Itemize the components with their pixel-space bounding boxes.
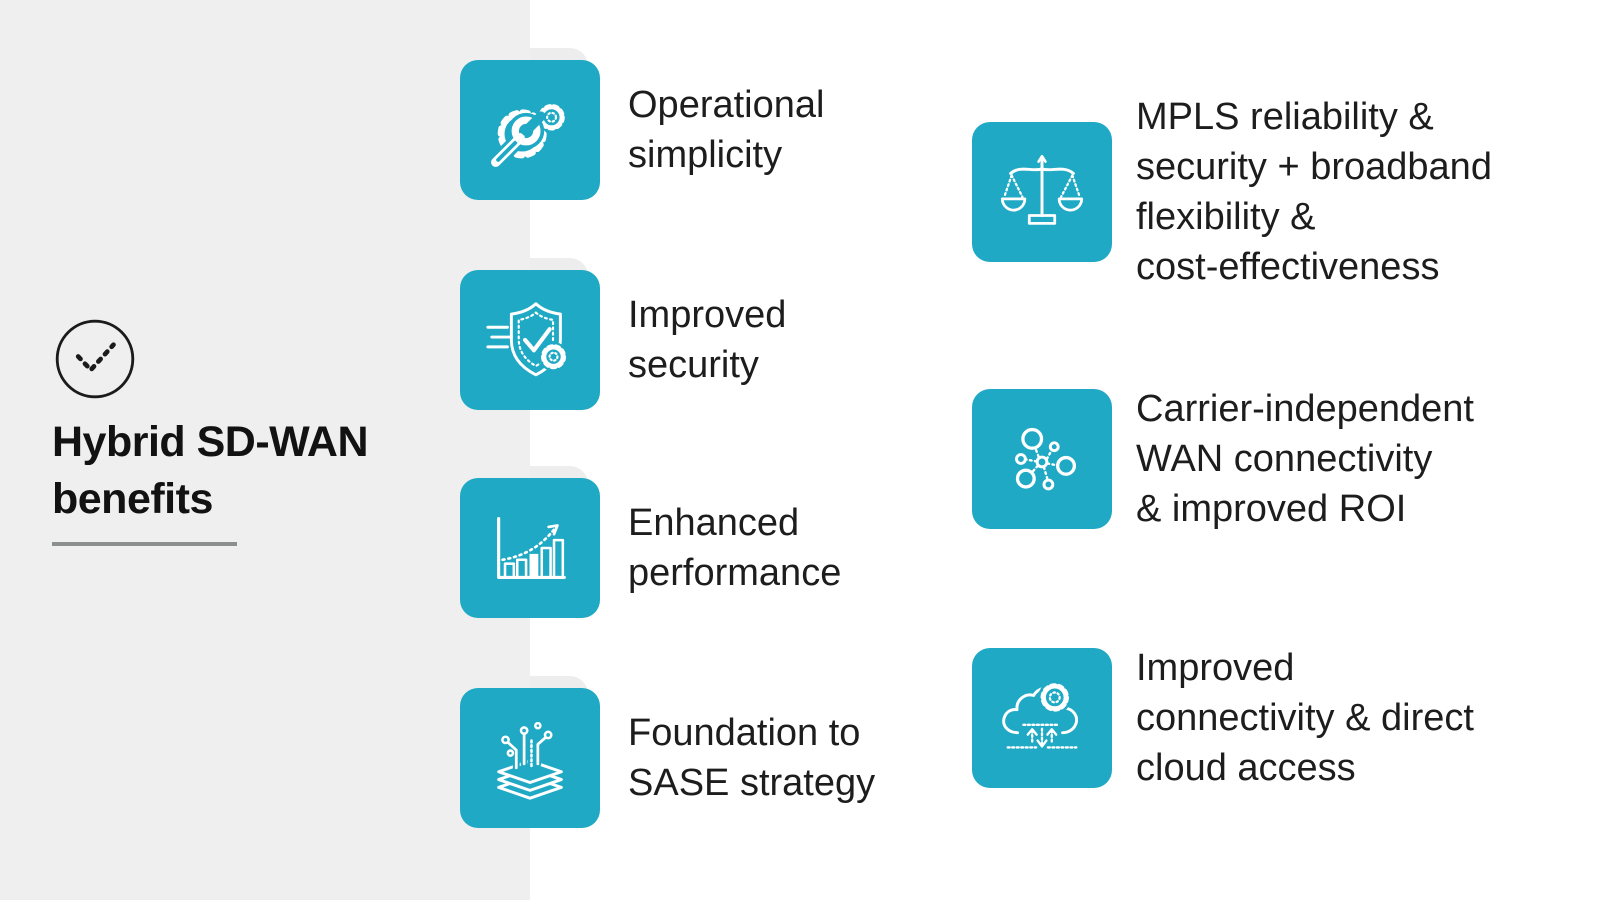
benefit-sase-foundation: Foundation to SASE strategy [448, 676, 876, 828]
layers-circuit-icon [497, 721, 563, 800]
page-title: Hybrid SD-WAN benefits [52, 414, 369, 528]
benefit-operational-simplicity: Operational simplicity [448, 48, 825, 200]
benefit-label: Improved connectivity & direct cloud acc… [1136, 647, 1474, 789]
benefit-label: Improved security [628, 294, 787, 386]
benefit-label: Foundation to SASE strategy [628, 712, 876, 804]
benefit-label: Carrier-independent WAN connectivity & i… [1136, 388, 1474, 530]
title-divider [52, 542, 237, 546]
benefit-enhanced-performance: Enhanced performance [448, 466, 842, 618]
benefit-mpls-broadband: MPLS reliability & security + broadband … [972, 96, 1492, 288]
benefit-carrier-independent: Carrier-independent WAN connectivity & i… [972, 388, 1474, 530]
network-nodes-icon [1015, 427, 1077, 491]
benefit-tile [972, 122, 1112, 262]
check-circle-icon [55, 319, 135, 399]
benefit-tile [448, 676, 600, 828]
benefit-tile [448, 258, 600, 410]
benefit-tile [448, 466, 600, 618]
benefit-label: MPLS reliability & security + broadband … [1136, 96, 1492, 288]
wrench-gears-icon [487, 102, 567, 171]
left-panel: Hybrid SD-WAN benefits [0, 0, 530, 900]
page-title-line1: Hybrid SD-WAN [52, 418, 369, 466]
benefit-cloud-access: Improved connectivity & direct cloud acc… [972, 647, 1474, 789]
benefit-tile [448, 48, 600, 200]
benefit-label: Operational simplicity [628, 84, 825, 176]
page-title-line2: benefits [52, 475, 213, 523]
benefit-label: Enhanced performance [628, 502, 842, 594]
cloud-gear-icon [1002, 680, 1079, 749]
benefit-tile [972, 389, 1112, 529]
benefit-tile [972, 648, 1112, 788]
benefit-improved-security: Improved security [448, 258, 787, 410]
growth-chart-icon [497, 517, 566, 579]
shield-check-icon [486, 302, 569, 377]
balance-scale-icon [1000, 154, 1084, 225]
